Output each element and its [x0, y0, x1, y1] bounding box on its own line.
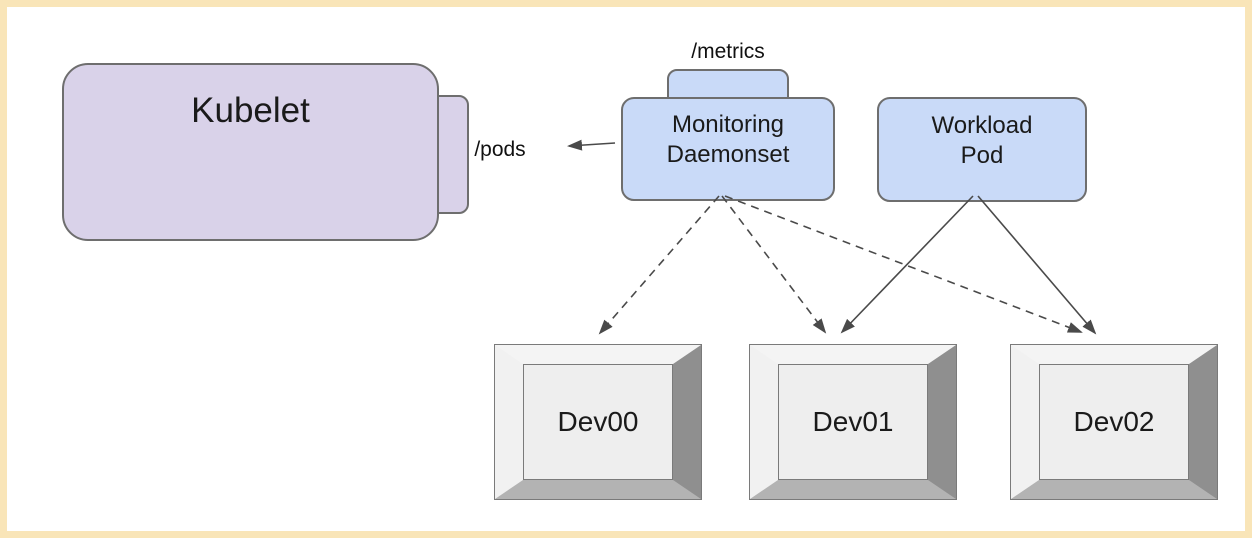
device-dev00: Dev00	[494, 344, 702, 500]
edge-monitoring-dev01	[721, 195, 827, 334]
device-dev01: Dev01	[749, 344, 957, 500]
device-dev02-face: Dev02	[1039, 364, 1189, 480]
metrics-endpoint-label: /metrics	[691, 40, 765, 63]
edge-monitoring-dev00	[598, 195, 720, 335]
edge-monitoring-dev02	[724, 195, 1083, 333]
device-dev01-face: Dev01	[778, 364, 928, 480]
kubelet-label: Kubelet	[191, 91, 310, 130]
device-dev00-face: Dev00	[523, 364, 673, 480]
workload-pod-label-line2: Pod	[960, 141, 1004, 169]
edge-workload-dev01	[840, 195, 974, 334]
monitoring-daemonset-label-line1: Monitoring	[671, 111, 785, 138]
device-dev00-bevel: Dev00	[495, 345, 701, 499]
monitoring-daemonset-label-line2: Daemonset	[666, 141, 790, 168]
edge-workload-dev02	[977, 195, 1097, 335]
workload-pod-label-line1: Workload	[931, 111, 1033, 139]
device-dev01-label: Dev01	[812, 406, 894, 437]
device-dev02: Dev02	[1010, 344, 1218, 500]
device-dev00-label: Dev00	[557, 406, 639, 437]
edge-monitoring-pods	[567, 139, 616, 151]
kubelet-node: Kubelet	[62, 63, 439, 241]
device-dev02-bevel: Dev02	[1011, 345, 1217, 499]
device-dev02-label: Dev02	[1073, 406, 1155, 437]
workload-pod-node: Workload Pod	[877, 97, 1087, 202]
pods-endpoint-label: /pods	[474, 138, 526, 161]
monitoring-daemonset-node: Monitoring Daemonset	[621, 97, 835, 201]
device-dev01-bevel: Dev01	[750, 345, 956, 499]
